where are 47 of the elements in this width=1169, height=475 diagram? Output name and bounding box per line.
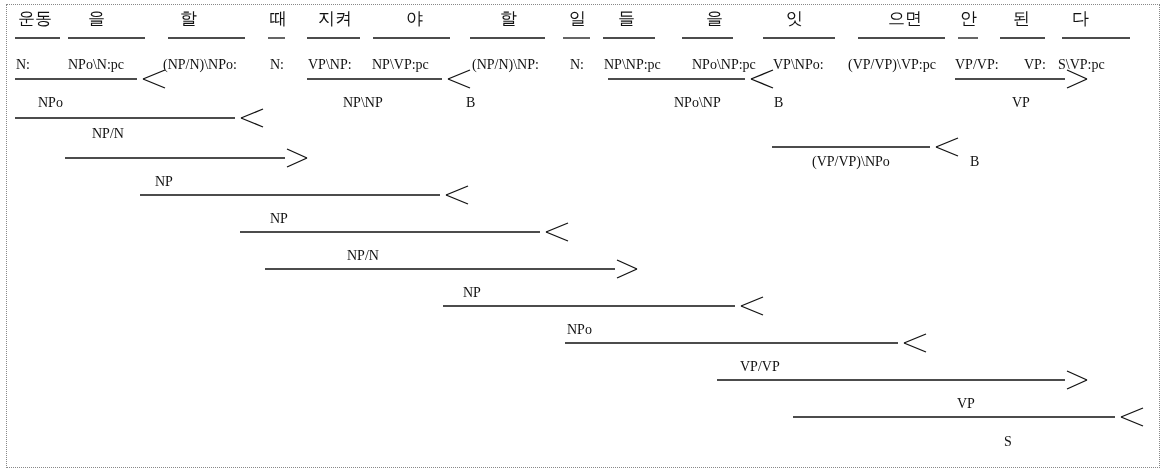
- category-label: (NP/N)\NP:: [472, 57, 539, 73]
- category-label: NPo\NP:pc: [692, 57, 756, 73]
- category-label: VP\NPo:: [773, 57, 824, 73]
- word-label: 운동: [18, 8, 52, 28]
- category-label: (VP/VP)\NPo: [812, 154, 890, 170]
- category-label: NP: [270, 211, 288, 227]
- category-label: NP/N: [347, 248, 379, 264]
- category-label: N:: [570, 57, 584, 73]
- word-label: 된: [1013, 8, 1030, 28]
- word-label: 야: [406, 8, 423, 28]
- word-label: 일: [569, 8, 586, 28]
- word-label: 다: [1072, 8, 1089, 28]
- category-label: NP: [463, 285, 481, 301]
- category-label: B: [466, 95, 476, 111]
- category-label: S: [1004, 434, 1012, 450]
- word-label: 때: [270, 8, 287, 28]
- word-label: 안: [960, 8, 977, 28]
- category-label: VP/VP: [740, 359, 780, 375]
- category-label: NPo: [38, 95, 63, 111]
- category-label: NP\VP:pc: [372, 57, 429, 73]
- category-label: NP\NP:pc: [604, 57, 661, 73]
- category-label: VP: [1012, 95, 1030, 111]
- category-label: VP\NP:: [308, 57, 352, 73]
- word-label: 지켜: [318, 8, 352, 28]
- category-label: VP: [957, 396, 975, 412]
- word-label: 할: [180, 8, 197, 28]
- category-label: (VP/VP)\VP:pc: [848, 57, 936, 73]
- category-label: NP: [155, 174, 173, 190]
- word-label: 잇: [786, 8, 803, 28]
- category-label: NPo\N:pc: [68, 57, 124, 73]
- category-label: VP:: [1024, 57, 1046, 73]
- category-label: NPo: [567, 322, 592, 338]
- word-label: 으면: [888, 8, 922, 28]
- category-label: B: [774, 95, 784, 111]
- category-label: N:: [16, 57, 30, 73]
- category-label: B: [970, 154, 980, 170]
- word-label: 을: [706, 8, 723, 28]
- word-label: 할: [500, 8, 517, 28]
- category-label: N:: [270, 57, 284, 73]
- category-label: NP/N: [92, 126, 124, 142]
- word-label: 을: [88, 8, 105, 28]
- category-label: NP\NP: [343, 95, 383, 111]
- category-label: VP/VP:: [955, 57, 999, 73]
- category-label: NPo\NP: [674, 95, 721, 111]
- category-label: S\VP:pc: [1058, 57, 1105, 73]
- word-label: 들: [618, 8, 635, 28]
- category-label: (NP/N)\NPo:: [163, 57, 237, 73]
